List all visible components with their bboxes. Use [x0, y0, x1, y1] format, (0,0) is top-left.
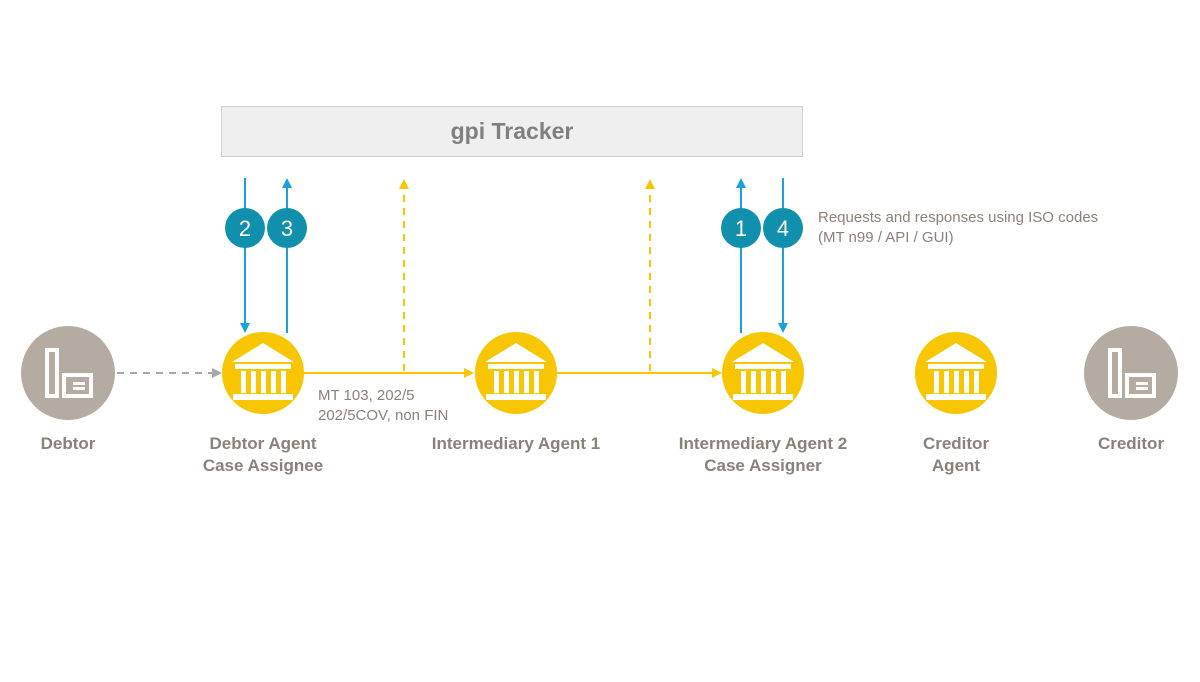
intermediary-agent-2-label: Intermediary Agent 2 Case Assigner [678, 434, 848, 475]
svg-text:3: 3 [281, 216, 293, 241]
message-types-line2: 202/5COV, non FIN [318, 407, 449, 424]
creditor-agent-label: Creditor Agent [922, 434, 990, 475]
intermediary-agent-2-node [722, 332, 804, 414]
iso-codes-note-line1: Requests and responses using ISO codes [818, 209, 1099, 226]
svg-text:2: 2 [239, 216, 251, 241]
iso-codes-note-line2: (MT n99 / API / GUI) [818, 229, 954, 246]
iso-codes-note: Requests and responses using ISO codes (… [818, 208, 1098, 248]
debtor-agent-label: Debtor Agent Case Assignee [202, 434, 324, 475]
message-types-line1: MT 103, 202/5 [318, 387, 415, 404]
debtor-agent-node [222, 332, 304, 414]
creditor-node [1084, 326, 1178, 420]
svg-text:4: 4 [777, 216, 789, 241]
step-badge-1: 1 [721, 208, 761, 248]
step-badge-4: 4 [763, 208, 803, 248]
debtor-label: Debtor [40, 434, 96, 453]
creditor-agent-node [915, 332, 997, 414]
gpi-tracker-box: gpi Tracker [221, 106, 803, 157]
intermediary-agent-1-node [475, 332, 557, 414]
message-types-label: MT 103, 202/5 202/5COV, non FIN [318, 386, 448, 426]
step-badge-2: 2 [225, 208, 265, 248]
svg-text:1: 1 [735, 216, 747, 241]
gpi-tracker-title: gpi Tracker [450, 118, 574, 144]
debtor-node [21, 326, 115, 420]
step-badge-3: 3 [267, 208, 307, 248]
creditor-label: Creditor [1097, 434, 1165, 453]
intermediary-agent-1-label: Intermediary Agent 1 [431, 434, 601, 453]
